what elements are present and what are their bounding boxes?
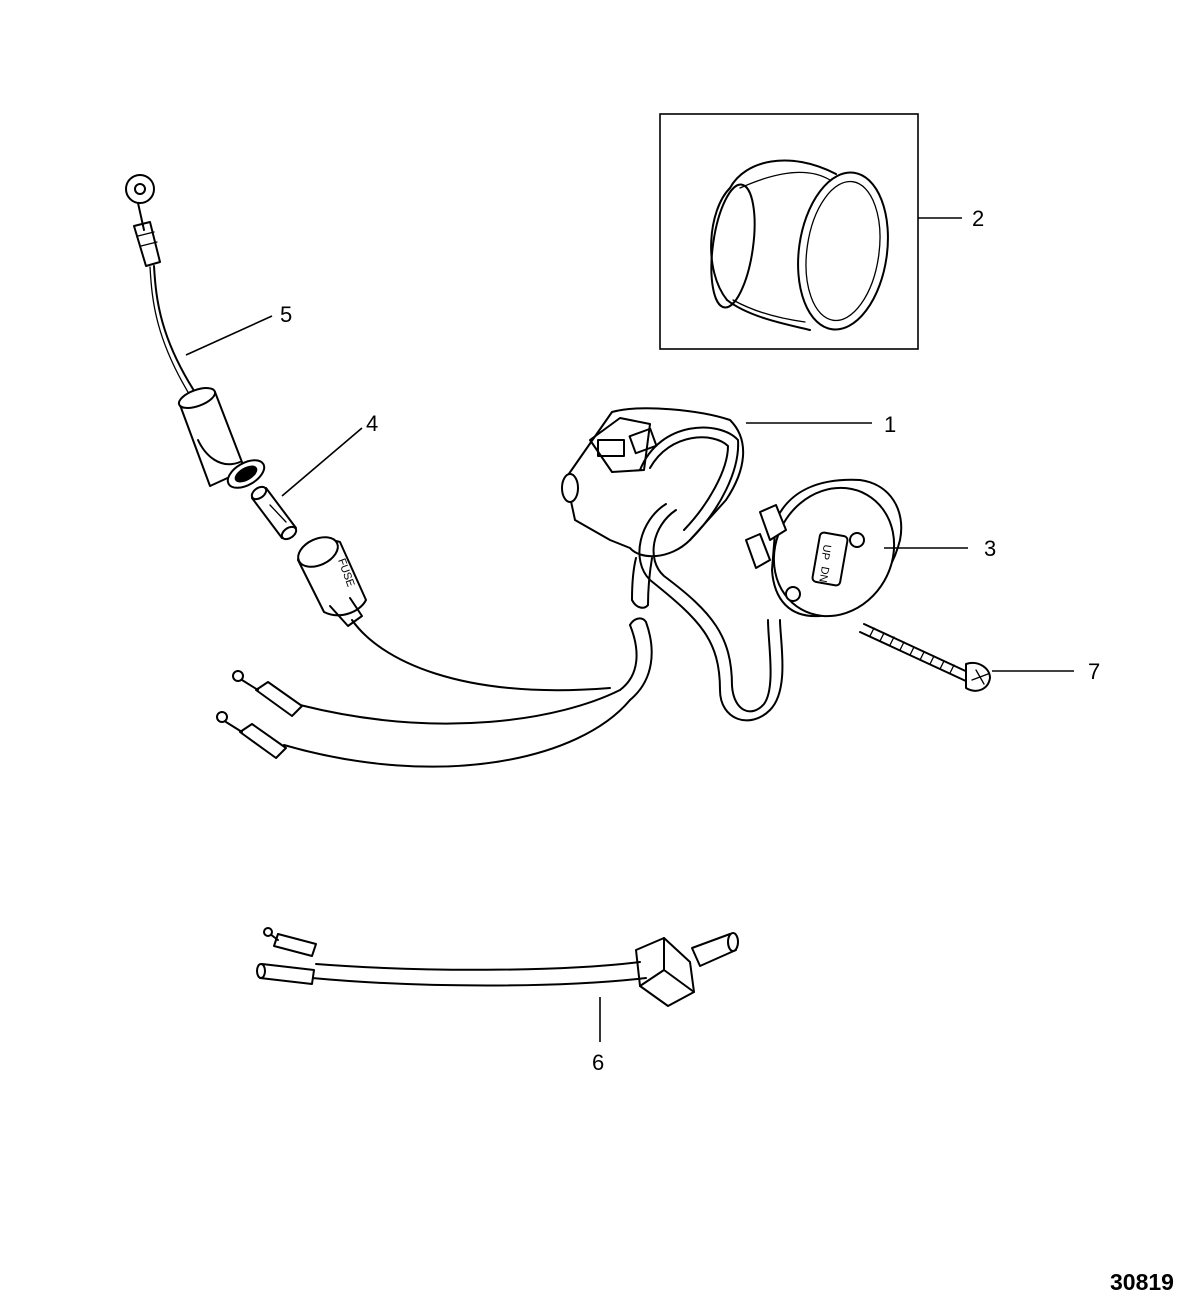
callout-7: 7 [1088,659,1100,684]
callout-2: 2 [972,206,984,231]
part-1-housing [561,407,784,722]
part-4-fuse [250,485,298,541]
part-3-switch: UP DN [745,478,903,618]
part-5-lead [125,174,266,489]
inset-box-part-2 [659,113,919,350]
part-6-lead [256,927,739,1007]
switch-up-label: UP [818,543,832,560]
fuse-holder-lower: FUSE [297,536,611,692]
part-7-screw [859,623,991,692]
switch-dn-label: DN [816,565,831,583]
callout-4: 4 [366,411,378,436]
leader-5 [185,315,273,356]
figure-number: 30819 [1110,1269,1174,1295]
callout-3: 3 [984,536,996,561]
callout-6: 6 [592,1050,604,1075]
callout-1: 1 [884,412,896,437]
leader-4 [281,427,363,497]
callout-5: 5 [280,302,292,327]
main-harness [216,557,653,768]
